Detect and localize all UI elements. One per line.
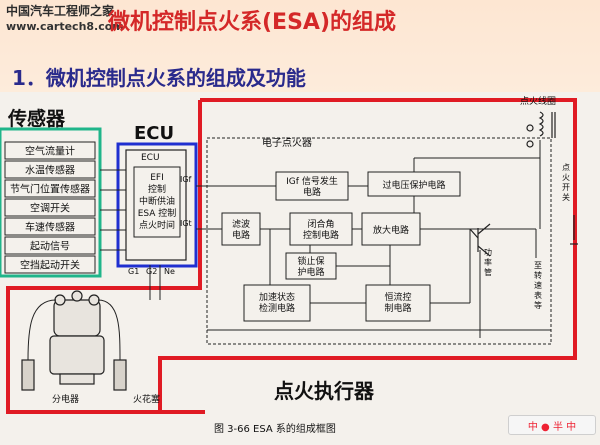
distributor-label: 分电器 bbox=[52, 393, 79, 405]
ecu-bottom-pins: G1 G2 Ne bbox=[128, 267, 175, 276]
ignition-switch-label: 点火开关 bbox=[562, 163, 570, 202]
block-texts: IGf 信号发生电路过电压保护电路滤波电路闭合角控制电路放大电路锁止保护电路加速… bbox=[232, 175, 446, 314]
block-current-text: 制电路 bbox=[384, 302, 411, 314]
to-tach-label: 至转速表等 bbox=[534, 261, 542, 310]
block-igf-gen-text: IGf 信号发生 bbox=[286, 175, 338, 187]
sensor-outline bbox=[0, 127, 102, 278]
block-accel-text: 加速状态 bbox=[259, 291, 295, 303]
sensor-item: 空调开关 bbox=[30, 202, 70, 215]
actuator-outline bbox=[6, 98, 577, 414]
sensor-box bbox=[4, 217, 96, 236]
block-filter-text: 滤波 bbox=[232, 218, 250, 230]
block-dwell-text: 闭合角 bbox=[307, 218, 334, 230]
block-current-text: 恒流控 bbox=[384, 291, 411, 303]
igniter-wiring bbox=[196, 140, 551, 338]
sensor-item: 空挡起动开关 bbox=[20, 259, 80, 272]
block-overvoltage-text: 过电压保护电路 bbox=[382, 179, 445, 191]
block-lock-text: 护电路 bbox=[297, 266, 324, 278]
battery-symbol bbox=[570, 215, 578, 245]
ecu-inner-box bbox=[125, 149, 187, 261]
sensor-box bbox=[4, 179, 96, 198]
sensor-item: 车速传感器 bbox=[25, 221, 75, 234]
sensor-box bbox=[4, 160, 96, 179]
ecu-line: 控制 bbox=[148, 183, 166, 195]
ecu-line: 中断供油 bbox=[139, 195, 175, 207]
sensor-item: 节气门位置传感器 bbox=[10, 183, 90, 196]
block-filter-text: 电路 bbox=[232, 229, 250, 241]
sensor-item: 空气流量计 bbox=[25, 145, 75, 158]
block-dwell-text: 控制电路 bbox=[303, 229, 339, 241]
sensor-box bbox=[4, 198, 96, 217]
watermark: 中国汽车工程师之家 www.cartech8.com bbox=[6, 4, 124, 34]
ecu-line: EFI bbox=[150, 173, 164, 183]
ecu-header: ECU bbox=[141, 153, 160, 163]
power-transistor-label: 功率管 bbox=[484, 247, 492, 277]
watermark-text: 中国汽车工程师之家 bbox=[6, 4, 115, 18]
ecu-line: ESA 控制 bbox=[138, 207, 177, 219]
ecu-line: 点火时间 bbox=[139, 219, 175, 231]
ecu-pin-igt: IGt bbox=[180, 219, 192, 228]
ecu-pin: Ne bbox=[164, 267, 175, 276]
watermark-url: www.cartech8.com bbox=[6, 20, 124, 33]
block-igf-gen-text: 电路 bbox=[303, 186, 321, 198]
ignition-coil bbox=[526, 111, 556, 148]
spark-leads bbox=[27, 265, 161, 361]
sensor-label: 传感器 bbox=[7, 107, 66, 130]
actuator-label: 点火执行器 bbox=[274, 379, 375, 403]
slide-subtitle: 1．微机控制点火系的组成及功能 bbox=[12, 66, 306, 90]
sensor-box bbox=[4, 141, 96, 160]
block-lock-text: 锁止保 bbox=[297, 255, 324, 267]
ecu-outline bbox=[116, 142, 198, 268]
sensor-box bbox=[4, 236, 96, 255]
block-accel-text: 检测电路 bbox=[259, 302, 295, 314]
igniter-box bbox=[206, 137, 552, 345]
ecu-pin: G2 bbox=[146, 267, 157, 276]
ecu-pin-igf: IGf bbox=[180, 175, 192, 184]
ecu-pin: G1 bbox=[128, 267, 139, 276]
igniter-label: 电子点火器 bbox=[262, 136, 312, 149]
figure-caption: 图 3-66 ESA 系的组成框图 bbox=[214, 422, 336, 435]
sensor-item: 水温传感器 bbox=[25, 164, 75, 177]
slide-title: 微机控制点火系(ESA)的组成 bbox=[108, 10, 397, 35]
spark-plug-label: 火花塞 bbox=[133, 393, 160, 405]
block-amp-text: 放大电路 bbox=[373, 224, 409, 236]
input-method-bar[interactable]: 中 ● 半 中 bbox=[508, 415, 596, 435]
sensor-item: 起动信号 bbox=[30, 241, 70, 253]
sensor-box bbox=[4, 255, 96, 274]
distributor-graphic bbox=[49, 290, 105, 385]
ecu-label: ECU bbox=[134, 123, 174, 144]
ecu-core-box bbox=[133, 166, 181, 238]
spark-plugs bbox=[21, 359, 127, 391]
ignition-coil-label: 点火线圈 bbox=[520, 95, 556, 107]
power-transistor bbox=[469, 223, 491, 257]
sensor-connections bbox=[100, 169, 126, 251]
